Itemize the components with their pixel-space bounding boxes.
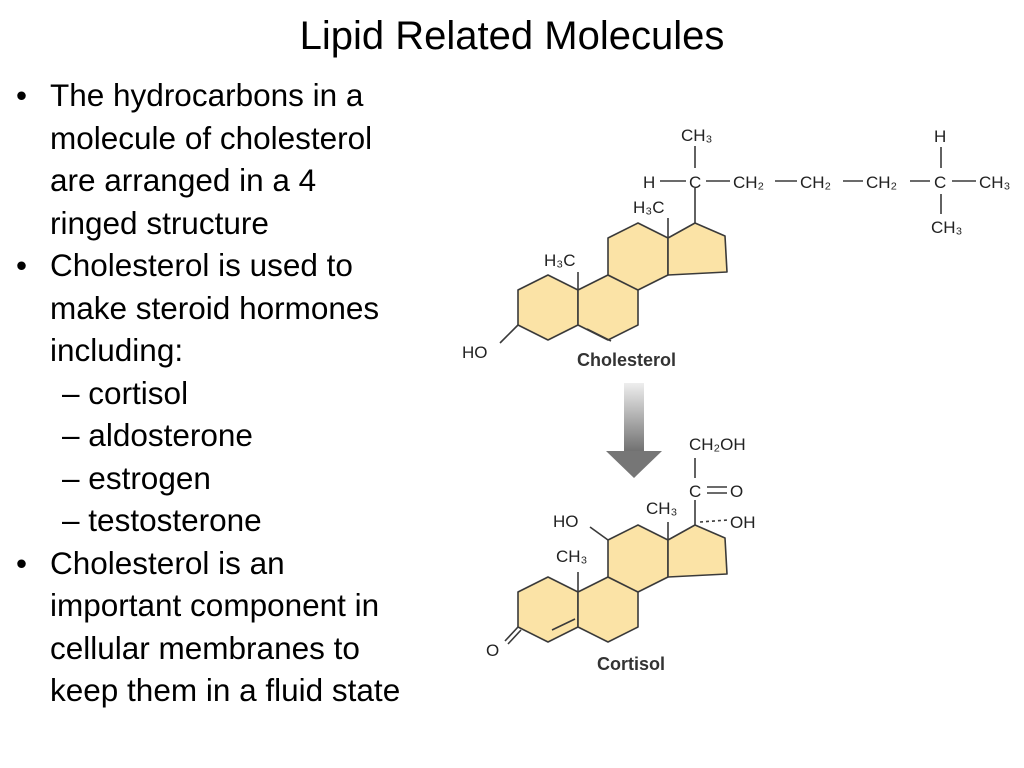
c-label: C: [689, 173, 701, 192]
bullet-marker: •: [16, 544, 28, 581]
bullet-line: keep them in a fluid state: [50, 672, 401, 708]
chemical-structures-figure: HO H₃C H₃C CH₃ H C CH₂ CH₂ CH₂ C H CH₃ C…: [440, 110, 1024, 710]
ch3-label: CH₃: [979, 173, 1010, 192]
sub-bullet-marker: –: [62, 417, 80, 453]
bullet-line: including:: [50, 332, 184, 368]
sub-bullet-marker: –: [62, 374, 80, 411]
sub-bullet-marker: –: [62, 502, 80, 538]
ch3-label: CH₃: [646, 499, 677, 518]
sub-bullet-text: testosterone: [88, 502, 262, 538]
o-label: O: [730, 482, 743, 501]
cholesterol-label: Cholesterol: [577, 350, 676, 370]
bond-ho: [499, 324, 519, 344]
ring-c: [607, 524, 669, 593]
bond-c-o: [504, 626, 519, 642]
c-label: C: [689, 482, 701, 501]
bullet-line: make steroid hormones: [50, 289, 380, 326]
double-bond: [586, 328, 612, 342]
bullet-item: • The hydrocarbons in a molecule of chol…: [14, 74, 504, 244]
sub-bullet-text: aldosterone: [88, 417, 253, 453]
bullet-line: Cholesterol is an: [50, 544, 285, 581]
sub-bullet-item: – aldosterone: [62, 414, 504, 457]
sub-bullet-list: – cortisol – aldosterone – estrogen – te…: [50, 372, 504, 542]
sub-bullet-marker: –: [62, 459, 80, 496]
ring-a: [517, 576, 579, 643]
cholesterol-structure: HO H₃C H₃C CH₃ H C CH₂ CH₂ CH₂ C H CH₃ C…: [462, 126, 1010, 370]
conversion-arrow: [606, 383, 662, 478]
ring-c: [607, 222, 669, 291]
bullet-marker: •: [16, 247, 28, 283]
h3c-label: H₃C: [633, 198, 664, 217]
sub-bullet-item: – testosterone: [62, 499, 504, 542]
o-label: O: [486, 641, 499, 660]
ch2oh-label: CH₂OH: [689, 435, 746, 454]
sub-bullet-text: estrogen: [88, 459, 211, 496]
bullet-line: cellular membranes to: [50, 629, 360, 666]
bullet-line: Cholesterol is used to: [50, 247, 353, 283]
bullet-list: • The hydrocarbons in a molecule of chol…: [14, 74, 504, 712]
bullet-line: ringed structure: [50, 204, 269, 241]
ring-a: [517, 274, 579, 341]
ch3-label: CH₃: [556, 547, 587, 566]
bullet-item: • Cholesterol is used to make steroid ho…: [14, 244, 504, 542]
ch2-label: CH₂: [800, 173, 831, 192]
h-label: H: [934, 127, 946, 146]
oh-label: OH: [730, 513, 756, 532]
bullet-line: are arranged in a 4: [50, 162, 317, 198]
bullet-line: The hydrocarbons in a: [50, 77, 364, 113]
ho-label: HO: [553, 512, 579, 531]
ch2-label: CH₂: [733, 173, 764, 192]
double-bond: [551, 618, 576, 631]
ch3-label: CH₃: [681, 126, 712, 145]
bullet-line: important component in: [50, 587, 380, 623]
sub-bullet-item: – estrogen: [62, 457, 504, 500]
ring-d: [667, 222, 728, 276]
bullet-line: molecule of cholesterol: [50, 119, 373, 156]
c-label: C: [934, 173, 946, 192]
cortisol-structure: CH₂OH C O OH HO CH₃ CH₃ O Cortisol: [486, 435, 756, 674]
h-label: H: [643, 173, 655, 192]
h3c-label: H₃C: [544, 251, 575, 270]
slide-title: Lipid Related Molecules: [299, 14, 725, 58]
ch3-label: CH₃: [931, 218, 962, 237]
bond-ho: [589, 526, 609, 541]
cortisol-label: Cortisol: [597, 654, 665, 674]
bullet-item: • Cholesterol is an important component …: [14, 542, 504, 712]
ch2-label: CH₂: [866, 173, 897, 192]
bond-oh: [699, 519, 729, 523]
ho-label: HO: [462, 343, 488, 362]
bond-c-o: [507, 629, 522, 645]
sub-bullet-item: – cortisol: [62, 372, 504, 415]
bullet-marker: •: [16, 77, 28, 113]
sub-bullet-text: cortisol: [88, 374, 189, 411]
structures-svg: HO H₃C H₃C CH₃ H C CH₂ CH₂ CH₂ C H CH₃ C…: [462, 126, 1010, 674]
ring-d: [667, 524, 728, 578]
